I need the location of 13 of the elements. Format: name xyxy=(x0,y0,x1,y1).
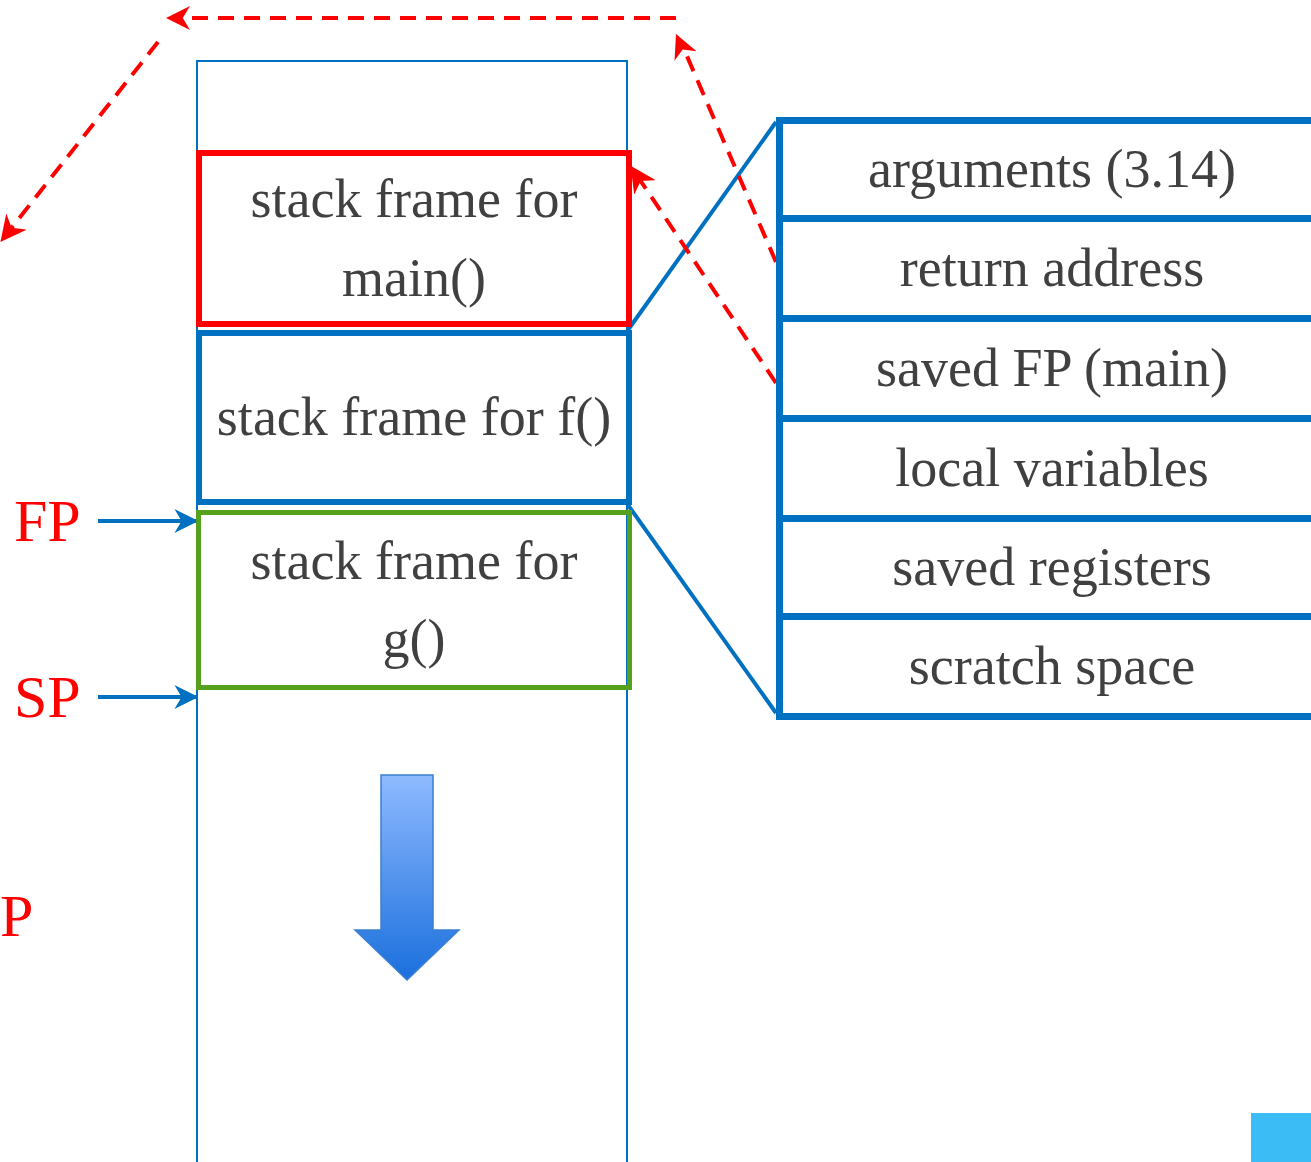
stack-frame-box: stack frame for g() xyxy=(196,510,632,690)
table-row: arguments (3.14) xyxy=(776,124,1311,222)
stack-frame-box: stack frame for main() xyxy=(196,150,632,327)
frame-detail-table xyxy=(776,117,1311,717)
table-row: local variables xyxy=(776,422,1311,522)
pointer-label: FP xyxy=(14,490,98,552)
table-row: saved registers xyxy=(776,522,1311,620)
table-row: saved FP (main) xyxy=(776,322,1311,422)
table-row: return address xyxy=(776,222,1311,322)
pointer-label: P xyxy=(0,882,34,951)
pointer-label: SP xyxy=(14,666,98,728)
table-row: scratch space xyxy=(776,620,1311,720)
stack-frame-box: stack frame for f() xyxy=(196,330,632,505)
